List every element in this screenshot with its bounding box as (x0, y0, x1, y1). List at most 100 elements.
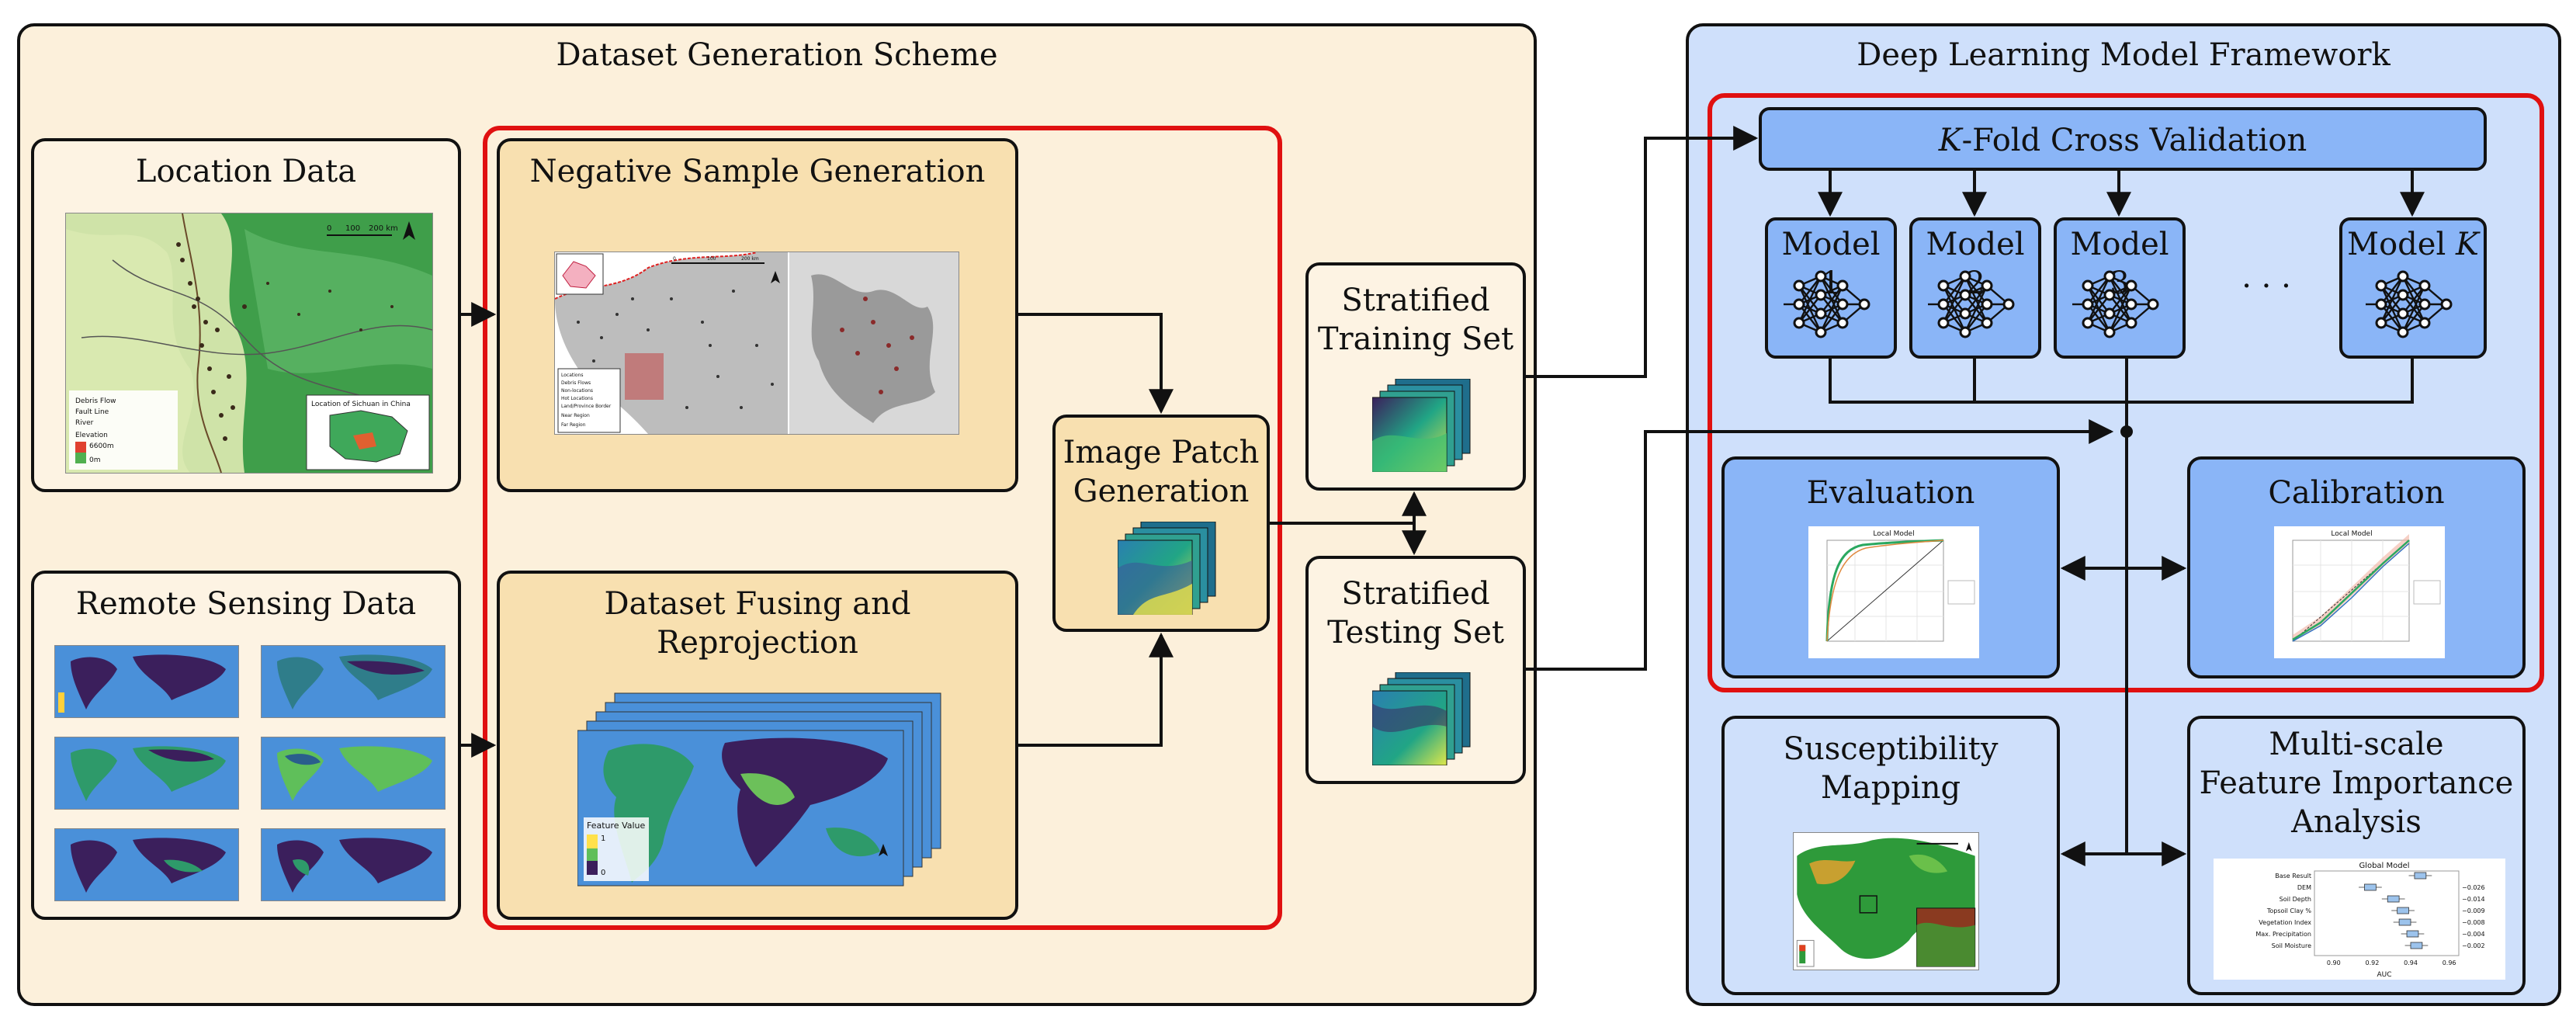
testing-set-title-2: Testing Set (1327, 615, 1504, 651)
fi-category-label: Topsoil Clay % (2266, 907, 2312, 914)
scale-100: 100 (345, 224, 360, 233)
location-data-box: Location Data Debris Flow Fault Line Riv… (31, 138, 461, 492)
susceptibility-title-1: Susceptibility (1783, 731, 1999, 767)
models-ellipsis: · · · (2241, 269, 2291, 304)
remote-map-3 (54, 737, 239, 810)
legend-debris-flow: Debris Flow (75, 397, 116, 405)
neg-scale-200: 200 km (741, 256, 759, 262)
dataset-fusing-box: Dataset Fusing and Reprojection Feature … (497, 571, 1018, 920)
fi-box (2398, 918, 2411, 926)
fi-category-label: Soil Moisture (2272, 942, 2311, 949)
remote-map-1 (54, 645, 239, 718)
arrow-fusing-to-patch (1018, 632, 1174, 747)
remote-map-5 (54, 828, 239, 901)
model-k-prefix: Model (2347, 227, 2456, 262)
generation-highlight-frame (483, 126, 1282, 930)
arrow-negative-to-patch (1018, 313, 1174, 415)
feature-importance-box: Multi-scale Feature Importance Analysis … (2187, 716, 2526, 995)
fi-category-label: Max. Precipitation (2255, 931, 2311, 938)
susceptibility-title-2: Mapping (1820, 770, 1961, 806)
calibration-box: Calibration Local Model (2187, 456, 2526, 678)
fi-tick-label: 0.90 (2327, 959, 2341, 966)
testing-set-box: Stratified Testing Set (1305, 556, 1526, 784)
fi-tick-label: 0.92 (2365, 959, 2379, 966)
fi-tick-label: 0.96 (2443, 959, 2456, 966)
remote-map-4 (261, 737, 446, 810)
fi-box (2406, 930, 2419, 938)
fi-value-label: −0.004 (2462, 931, 2485, 938)
fi-value-label: −0.009 (2462, 907, 2485, 914)
model-framework-title: Deep Learning Model Framework (1857, 37, 2391, 73)
kfold-label: -Fold Cross Validation (1961, 123, 2307, 158)
training-set-title-1: Stratified (1341, 283, 1490, 318)
legend-fault-line: Fault Line (75, 408, 109, 416)
neg-legend-far: Far Region (561, 422, 586, 428)
legend-elevation-max: 6600m (89, 442, 114, 450)
susceptibility-map (1793, 832, 1979, 970)
susceptibility-box: Susceptibility Mapping (1721, 716, 2060, 995)
neg-legend-debris: Debris Flows (561, 380, 591, 386)
fi-box (2387, 895, 2400, 903)
evaluation-box: Evaluation Local Model (1721, 456, 2060, 678)
neg-legend-nonloc: Non-locations (561, 388, 593, 394)
arrow-training-to-kfold (1526, 126, 1759, 378)
remote-sensing-title: Remote Sensing Data (75, 586, 417, 622)
north-arrow-icon (403, 221, 415, 240)
image-patch-box: Image Patch Generation (1052, 415, 1270, 632)
kfold-box: K-Fold Cross Validation (1759, 107, 2487, 171)
fused-north-arrow-icon (879, 844, 888, 856)
calibration-title: Calibration (2268, 475, 2445, 511)
neg-legend-near: Near Region (561, 413, 590, 418)
fi-category-label: Base Result (2275, 873, 2311, 880)
importance-title-3: Analysis (2291, 804, 2422, 840)
fi-tick-label: 0.94 (2404, 959, 2418, 966)
scale-zero: 0 (327, 224, 331, 233)
scale-200: 200 km (369, 224, 398, 233)
fi-box (2397, 907, 2409, 914)
roc-chart-title: Local Model (1873, 530, 1914, 538)
neg-scale-100: 100 (707, 256, 716, 262)
neg-legend-border: Land/Province Border (561, 404, 612, 409)
training-stack-icon (1372, 379, 1471, 472)
neg-scale-zero: 0 (673, 256, 676, 262)
fi-chart-title: Global Model (2359, 862, 2409, 870)
neg-legend-locations: Locations (561, 373, 584, 378)
remote-map-2 (261, 645, 446, 718)
training-set-box: Stratified Training Set (1305, 262, 1526, 491)
fused-layer-stack: Feature Value 1 0 (577, 692, 941, 886)
location-data-title: Location Data (135, 154, 357, 189)
testing-set-title-1: Stratified (1341, 576, 1490, 612)
legend-elevation-min: 0m (89, 456, 101, 464)
kfold-title: K-Fold Cross Validation (1762, 121, 2484, 160)
models-merge-line (1829, 359, 2414, 404)
legend-river: River (75, 419, 94, 427)
fi-chart-xlabel: AUC (2377, 971, 2391, 979)
dataset-generation-title: Dataset Generation Scheme (556, 37, 998, 73)
feature-value-max: 1 (601, 834, 605, 843)
fi-category-label: Vegetation Index (2259, 919, 2311, 926)
calibration-chart: Local Model (2274, 526, 2445, 658)
neg-north-arrow-icon (771, 271, 780, 283)
negative-sample-box: Negative Sample Generation Locations Deb… (497, 138, 1018, 492)
training-set-title-2: Training Set (1317, 321, 1514, 357)
fi-plot-frame (2314, 870, 2460, 956)
fi-box (2410, 942, 2423, 949)
importance-title-1: Multi-scale (2269, 727, 2444, 762)
susceptibility-north-arrow-icon (1965, 841, 1972, 852)
negative-sample-title: Negative Sample Generation (529, 154, 986, 189)
feature-value-label: Feature Value (587, 821, 646, 831)
patch-stack-icon (1118, 522, 1216, 615)
fi-value-label: −0.002 (2462, 942, 2485, 949)
feature-importance-chart: Global Model AUC Base ResultDEM−0.026Soi… (2214, 859, 2505, 980)
dataset-fusing-title: Dataset Fusing and Reprojection (604, 586, 911, 661)
model-3-box: Model 3 (2054, 217, 2186, 359)
sichuan-debris-map: Debris Flow Fault Line River Elevation 6… (65, 213, 433, 474)
model-k-letter: K (2455, 227, 2479, 262)
fi-value-label: −0.014 (2462, 896, 2485, 903)
neg-legend-hot: Hot Locations (561, 396, 593, 401)
fi-category-label: DEM (2297, 884, 2311, 891)
junction-dot (2120, 425, 2133, 438)
fi-box (2364, 883, 2377, 891)
image-patch-title-1: Image Patch (1063, 435, 1260, 470)
